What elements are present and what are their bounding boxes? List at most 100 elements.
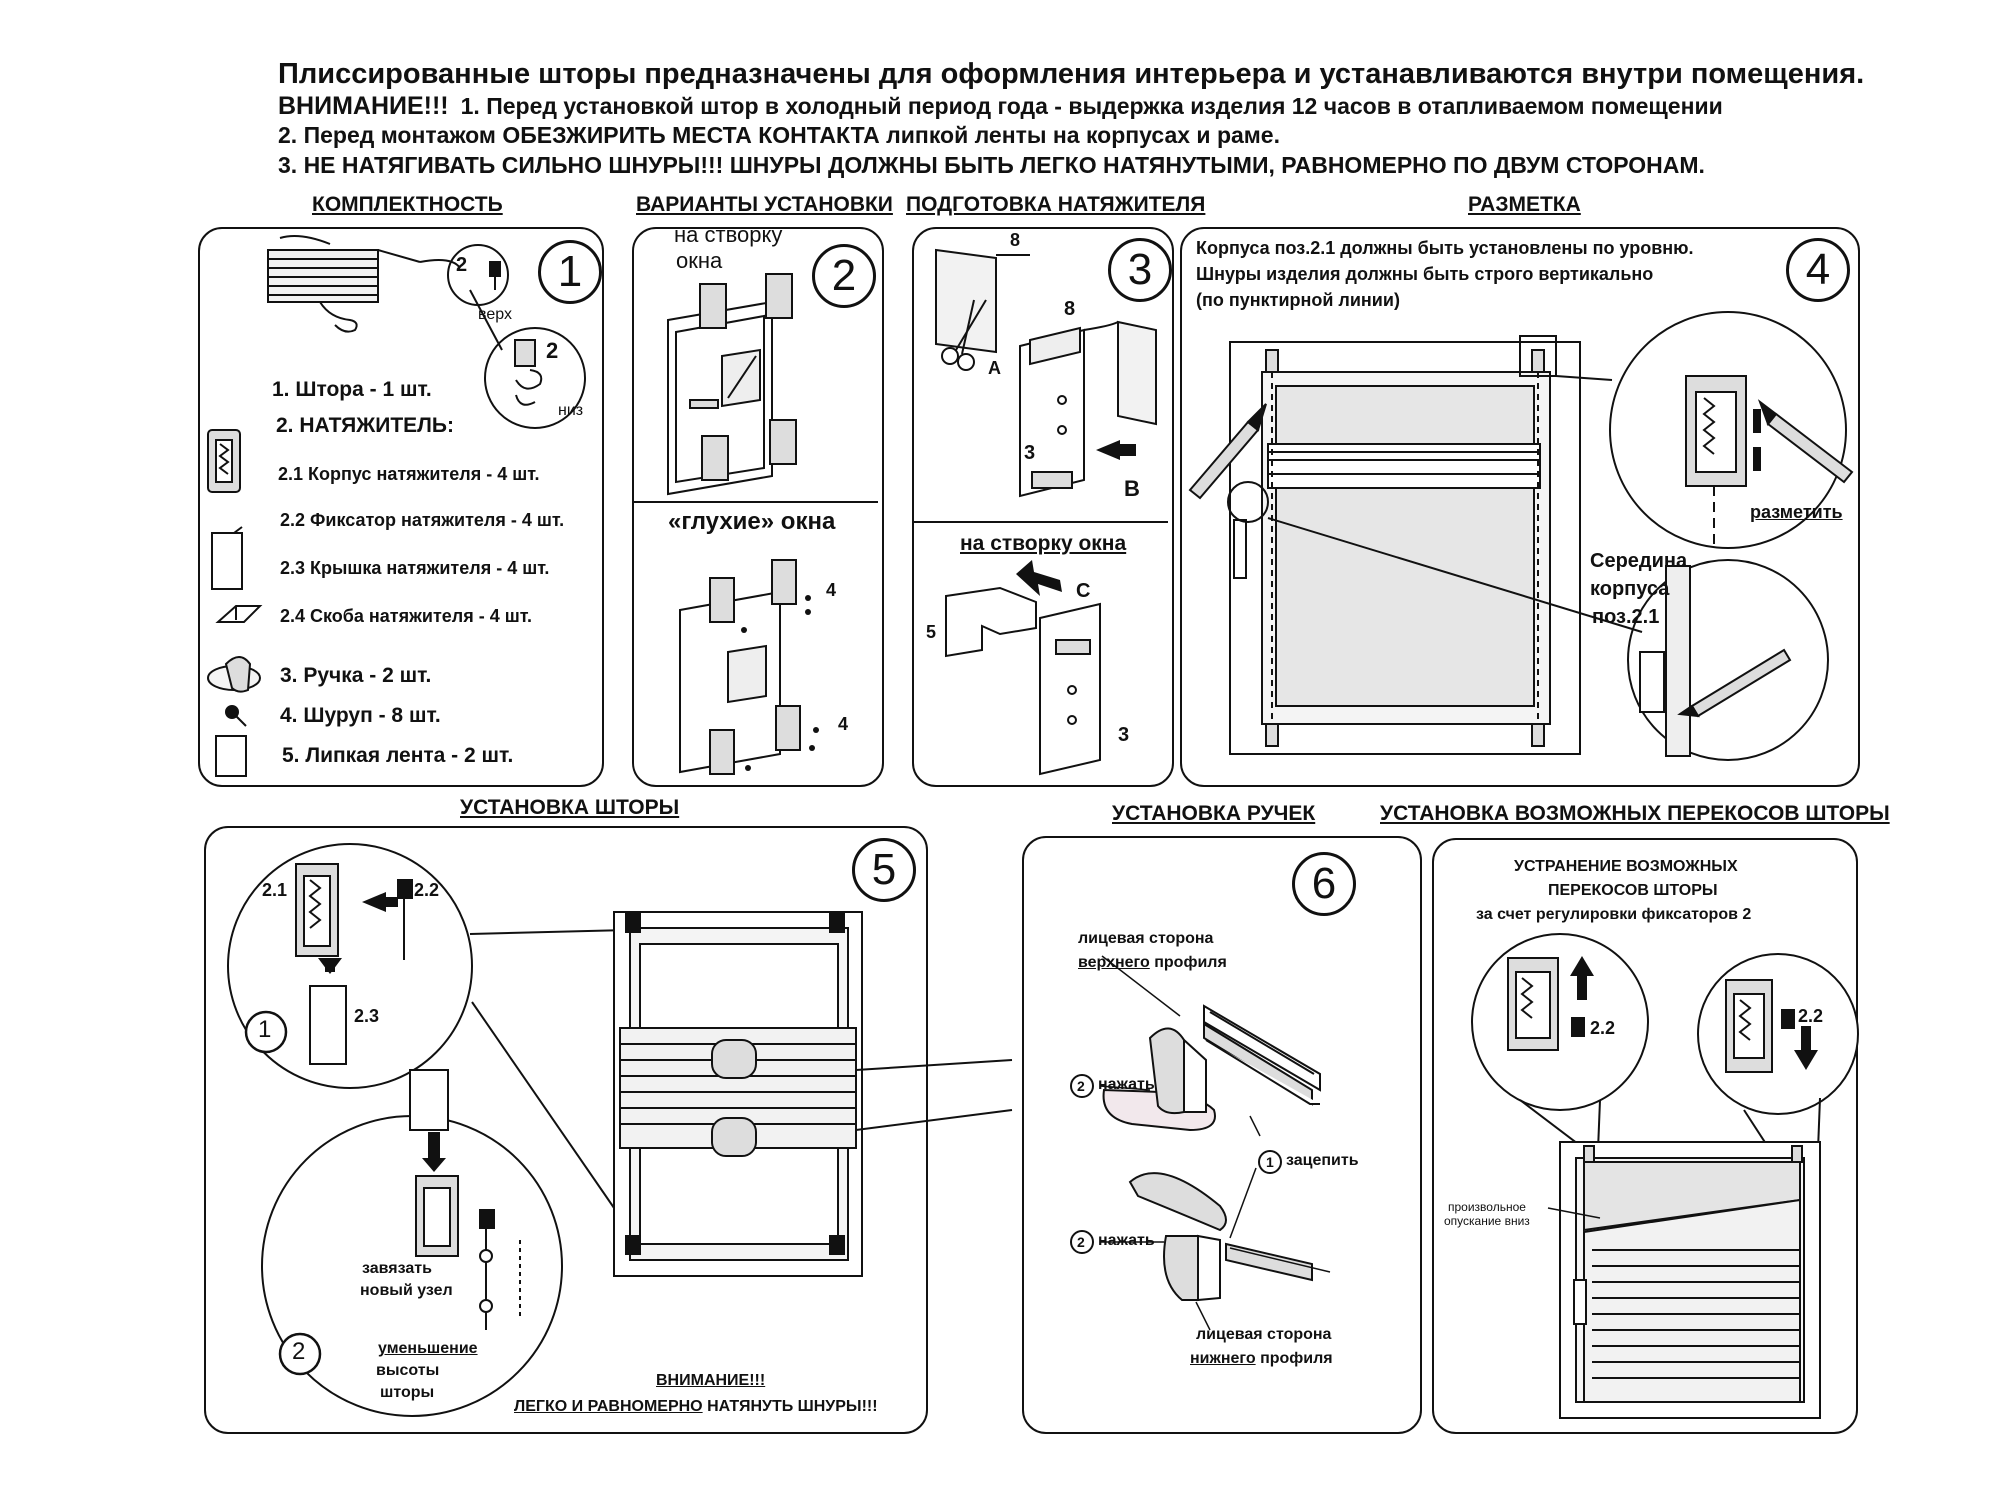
zoom-label-1: 1 — [258, 1016, 272, 1043]
label-middle-1: Середина — [1590, 550, 1688, 572]
kit-item-tape: 5. Липкая лента - 2 шт. — [282, 744, 514, 767]
label-top: верх — [478, 306, 512, 323]
label-top-face-2: верхнего профиля — [1078, 954, 1227, 972]
kit-item-screw: 4. Шуруп - 8 шт. — [280, 704, 441, 727]
label-22: 2.2 — [414, 880, 440, 900]
arrow-c-icon — [1016, 560, 1062, 596]
tensioner-zoom-icon — [1686, 376, 1760, 546]
marking-text-3: (по пунктирной линии) — [1196, 290, 1400, 310]
label-reduce-3: шторы — [380, 1384, 435, 1401]
tensioner-bracket-icon — [218, 606, 260, 622]
label-C: C — [1076, 580, 1091, 602]
blind-pack-icon — [268, 236, 420, 332]
window-frame-icon — [1230, 342, 1580, 754]
label-hook: зацепить — [1286, 1152, 1359, 1169]
label-B: B — [1124, 476, 1140, 501]
frame-zoom-icon — [1640, 566, 1790, 756]
label-22-right: 2.2 — [1798, 1006, 1824, 1026]
label-bottom-face-1: лицевая сторона — [1196, 1326, 1332, 1343]
warning-label: ВНИМАНИЕ!!! — [278, 92, 449, 120]
step-number-5: 5 — [852, 838, 916, 902]
fixed-window-icon — [680, 560, 800, 774]
handle-icon — [208, 657, 260, 692]
bottom-profile-icon — [1130, 1173, 1330, 1300]
label-fixator-top-num: 2 — [456, 254, 468, 276]
panel-kit — [198, 227, 604, 787]
label-8b: 8 — [1064, 298, 1076, 320]
label-screw-top: 4 — [826, 580, 837, 600]
tape-piece-icon — [1084, 322, 1156, 424]
label-fixator-mid-num: 2 — [546, 338, 559, 363]
tensioner-body-icon — [208, 430, 240, 492]
scissors-icon — [942, 300, 986, 370]
label-A: A — [988, 358, 1001, 378]
skew-title-2: ПЕРЕКОСОВ ШТОРЫ — [1548, 882, 1718, 899]
label-free-drop-1: произвольное — [1448, 1200, 1526, 1214]
label-reduce-1: уменьшение — [378, 1340, 478, 1357]
header-line-4: 3. НЕ НАТЯГИВАТЬ СИЛЬНО ШНУРЫ!!! ШНУРЫ Д… — [278, 152, 1705, 178]
label-on-sash-2: окна — [676, 248, 723, 273]
section-title-handles-install: УСТАНОВКА РУЧЕК — [1112, 802, 1316, 825]
label-tie-2: новый узел — [360, 1282, 453, 1299]
dashed-guide-lines — [1272, 372, 1538, 724]
label-bottom-profile-underlined: нижнего — [1190, 1350, 1256, 1367]
attention-label: ВНИМАНИЕ!!! — [656, 1372, 766, 1389]
kit-item-blind: 1. Штора - 1 шт. — [272, 378, 432, 401]
step-number-6: 6 — [1292, 852, 1356, 916]
zoom-circles-install — [228, 844, 632, 1416]
tape-sheet-icon — [936, 250, 1030, 352]
fixator-detail-icon — [420, 245, 585, 428]
label-bottom-profile-rest: профиля — [1255, 1350, 1333, 1367]
skew-arrows — [1570, 956, 1818, 1070]
skew-title-3: за счет регулировки фиксаторов 2 — [1476, 906, 1752, 923]
section-title-skew-fix: УСТАНОВКА ВОЗМОЖНЫХ ПЕРЕКОСОВ ШТОРЫ — [1380, 802, 1890, 825]
adhesive-tape-icon — [216, 736, 246, 776]
kit-item-fixator: 2.2 Фиксатор натяжителя - 4 шт. — [280, 510, 565, 530]
section-title-marking: РАЗМЕТКА — [1468, 193, 1581, 216]
sash-window-icon — [668, 274, 796, 494]
label-top-profile-underlined: верхнего — [1078, 954, 1150, 971]
header-line-1: Плиссированные шторы предназначены для о… — [278, 58, 1865, 90]
kit-item-body: 2.1 Корпус натяжителя - 4 шт. — [278, 464, 540, 484]
skew-tensioner-right — [1726, 980, 1794, 1072]
step-press-2-num: 2 — [1077, 1234, 1085, 1250]
label-reduce-2: высоты — [376, 1362, 440, 1379]
label-on-sash-1: на створку — [674, 222, 783, 247]
kit-item-tensioner: 2. НАТЯЖИТЕЛЬ: — [276, 414, 455, 437]
label-bottom-face-2: нижнего профиля — [1190, 1350, 1333, 1368]
marking-text-1: Корпуса поз.2.1 должны быть установлены … — [1196, 238, 1694, 258]
label-on-sash-prep: на створку окна — [960, 532, 1127, 555]
attention-text: ЛЕГКО И РАВНОМЕРНО НАТЯНУТЬ ШНУРЫ!!! — [514, 1398, 878, 1416]
pencil-right-icon — [1760, 402, 1852, 482]
label-screw-bottom: 4 — [838, 714, 849, 734]
label-middle-2: корпуса — [1590, 578, 1670, 600]
label-fixed-windows: «глухие» окна — [668, 508, 836, 535]
label-21: 2.1 — [262, 880, 288, 900]
pencil-left-icon — [1190, 404, 1266, 498]
tensioner-zoom-knot — [410, 1070, 520, 1330]
label-free-drop-2: опускание вниз — [1444, 1214, 1530, 1228]
step-number-1: 1 — [538, 240, 602, 304]
header-line-2-text: 1. Перед установкой штор в холодный пери… — [460, 93, 1723, 119]
label-3: 3 — [1024, 442, 1036, 464]
zoom-label-2: 2 — [292, 1338, 306, 1365]
window-blind-install-icon — [614, 912, 1012, 1276]
top-profile-icon — [1104, 1006, 1320, 1130]
label-23: 2.3 — [354, 1006, 380, 1026]
header-line-2: ВНИМАНИЕ!!! 1. Перед установкой штор в хо… — [278, 92, 1723, 121]
attention-text-underlined: ЛЕГКО И РАВНОМЕРНО — [514, 1398, 703, 1415]
kit-item-handle: 3. Ручка - 2 шт. — [280, 664, 432, 687]
screw-markers — [741, 595, 819, 771]
label-tie-1: завязать — [362, 1260, 432, 1277]
step-number-4: 4 — [1786, 238, 1850, 302]
label-top-profile-rest: профиля — [1149, 954, 1227, 971]
header-line-3: 2. Перед монтажом ОБЕЗЖИРИТЬ МЕСТА КОНТА… — [278, 122, 1280, 148]
section-title-kit: КОМПЛЕКТНОСТЬ — [312, 193, 503, 216]
step-number-2: 2 — [812, 244, 876, 308]
leader-lines — [1100, 956, 1260, 1330]
